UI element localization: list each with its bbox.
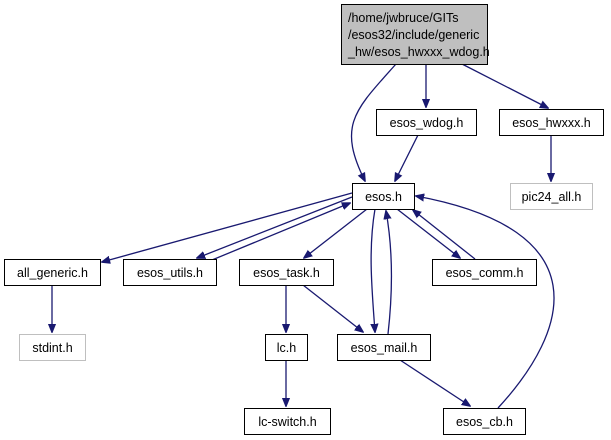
- node-label: /home/jwbruce/GITs: [348, 11, 458, 25]
- node-label: stdint.h: [32, 341, 72, 355]
- edge-arrow: [395, 134, 419, 181]
- edge-esos-to-esos-utils: [197, 196, 353, 258]
- node-box: [443, 408, 526, 435]
- node-esos-comm[interactable]: esos_comm.h: [432, 259, 537, 286]
- node-label: all_generic.h: [17, 266, 88, 280]
- node-label: _hw/esos_hwxxx_wdog.h: [347, 45, 490, 59]
- node-pic24-all: pic24_all.h: [510, 183, 593, 210]
- node-box: [265, 334, 308, 361]
- node-box: [499, 109, 604, 136]
- node-label: esos_cb.h: [456, 415, 513, 429]
- node-esos-task[interactable]: esos_task.h: [239, 259, 334, 286]
- node-lc[interactable]: lc.h: [265, 334, 308, 361]
- node-box: [432, 259, 537, 286]
- edge-arrow: [304, 208, 368, 258]
- node-box: [244, 408, 331, 435]
- node-label: esos_mail.h: [351, 341, 418, 355]
- edge-esos-mail-to-esos-cb: [399, 359, 470, 406]
- node-root[interactable]: /home/jwbruce/GITs/esos32/include/generi…: [341, 4, 490, 65]
- node-esos-wdog[interactable]: esos_wdog.h: [376, 109, 477, 136]
- node-label: esos_hwxxx.h: [512, 116, 591, 130]
- edge-esos-to-esos-task: [304, 208, 368, 258]
- node-esos-mail[interactable]: esos_mail.h: [337, 334, 431, 361]
- node-label: lc-switch.h: [258, 415, 316, 429]
- edge-esos-utils-to-esos: [211, 203, 350, 261]
- node-box: [376, 109, 477, 136]
- node-label: esos_task.h: [253, 266, 320, 280]
- node-label: esos_wdog.h: [390, 116, 464, 130]
- edge-arrow: [302, 284, 363, 332]
- edge-arrow: [399, 359, 470, 406]
- node-box: [123, 259, 217, 286]
- node-box: [19, 334, 86, 361]
- edge-arrow: [102, 192, 353, 262]
- edge-arrow: [197, 196, 353, 258]
- node-label: pic24_all.h: [522, 190, 582, 204]
- edge-arrow: [371, 208, 375, 332]
- edge-arrow: [413, 210, 476, 260]
- node-label: esos.h: [365, 190, 402, 204]
- node-box: [239, 259, 334, 286]
- edge-esos-to-esos-comm: [396, 208, 460, 258]
- edge-esos-comm-to-esos: [413, 210, 476, 260]
- node-esos[interactable]: esos.h: [352, 183, 415, 210]
- node-esos-hwxxx[interactable]: esos_hwxxx.h: [499, 109, 604, 136]
- node-esos-utils[interactable]: esos_utils.h: [123, 259, 217, 286]
- edge-esos-to-all-generic: [102, 192, 353, 262]
- edge-root-to-esos: [350, 63, 397, 181]
- node-box: [337, 334, 431, 361]
- node-label: /esos32/include/generic: [348, 28, 479, 42]
- edge-arrow: [386, 211, 393, 335]
- edge-arrow: [350, 63, 397, 181]
- node-label: esos_utils.h: [137, 266, 203, 280]
- edge-arrow: [211, 203, 350, 261]
- node-lc-switch[interactable]: lc-switch.h: [244, 408, 331, 435]
- edge-arrow: [461, 63, 548, 108]
- node-box: [341, 4, 488, 65]
- edge-esos-wdog-to-esos: [395, 134, 419, 181]
- edge-esos-task-to-esos-mail: [302, 284, 363, 332]
- node-stdint: stdint.h: [19, 334, 86, 361]
- node-box: [510, 183, 593, 210]
- node-all-generic[interactable]: all_generic.h: [4, 259, 101, 286]
- node-box: [352, 183, 415, 210]
- edge-arrow: [416, 196, 555, 409]
- edge-root-to-esos-hwxxx: [461, 63, 548, 108]
- node-box: [4, 259, 101, 286]
- edge-esos-mail-to-esos: [386, 211, 393, 335]
- node-esos-cb[interactable]: esos_cb.h: [443, 408, 526, 435]
- edge-esos-cb-to-esos: [416, 196, 555, 409]
- edge-esos-to-esos-mail: [371, 208, 375, 332]
- node-label: esos_comm.h: [446, 266, 524, 280]
- node-label: lc.h: [277, 341, 297, 355]
- edge-arrow: [396, 208, 460, 258]
